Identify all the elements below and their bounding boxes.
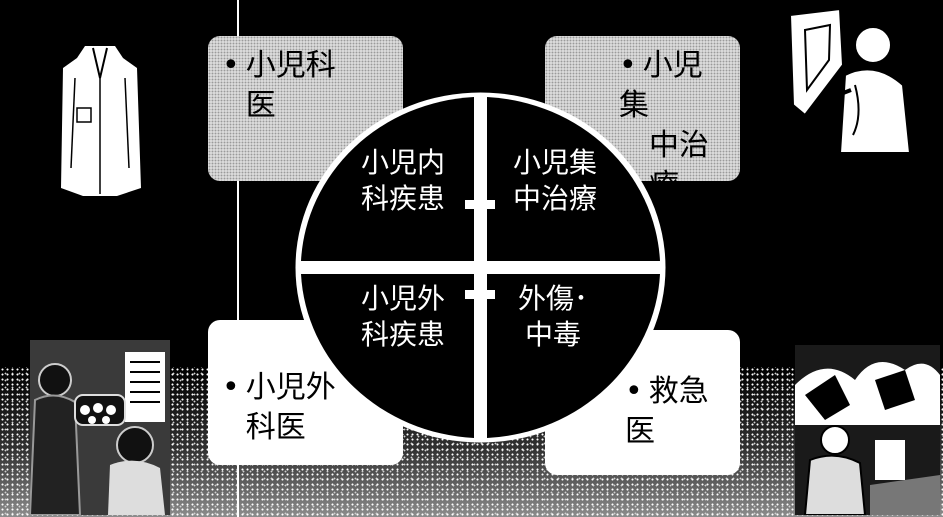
- quadrant-circle: 小児内 科疾患 小児集 中治療 小児外 科疾患 外傷･ 中毒: [295, 92, 666, 443]
- quadrant-label-line2: 中治療: [513, 182, 597, 215]
- role-label-line2: 科医: [245, 410, 306, 445]
- quadrant-label-line1: 外傷･: [518, 282, 588, 315]
- quadrant-label-line2: 中毒: [525, 318, 581, 351]
- role-label-line1: 救急医: [625, 374, 709, 449]
- bullet: •: [625, 374, 643, 409]
- role-label-line1: 小児科: [245, 48, 336, 83]
- role-label-line1: 小児集: [619, 48, 703, 123]
- quadrant-bottom-left: [301, 274, 474, 438]
- quadrant-bottom-right: [487, 274, 660, 438]
- connector-mark: [465, 290, 495, 299]
- quadrant-top-left: [301, 97, 474, 261]
- eye-exam-icon: [30, 340, 170, 515]
- role-label-line2: 医: [245, 88, 276, 123]
- bullet: •: [619, 48, 637, 83]
- bullet: •: [222, 370, 240, 405]
- quadrant-label-line2: 科疾患: [361, 182, 445, 215]
- role-label-line1: 小児外: [245, 370, 336, 405]
- connector-mark: [465, 200, 495, 209]
- bullet: •: [222, 48, 240, 83]
- doctor-coat-icon: [61, 46, 141, 196]
- quadrant-label-line1: 小児外: [361, 282, 445, 315]
- vertical-rule: [237, 0, 239, 517]
- quadrant-label-line2: 科疾患: [361, 318, 445, 351]
- quadrant-label-line1: 小児内: [361, 146, 445, 179]
- quadrant-top-right: [487, 97, 660, 261]
- emergency-scene-icon: [795, 345, 940, 515]
- doctor-xray-icon: [788, 7, 912, 154]
- role-label-line2: 中治療: [649, 128, 709, 203]
- quadrant-label-line1: 小児集: [513, 146, 597, 179]
